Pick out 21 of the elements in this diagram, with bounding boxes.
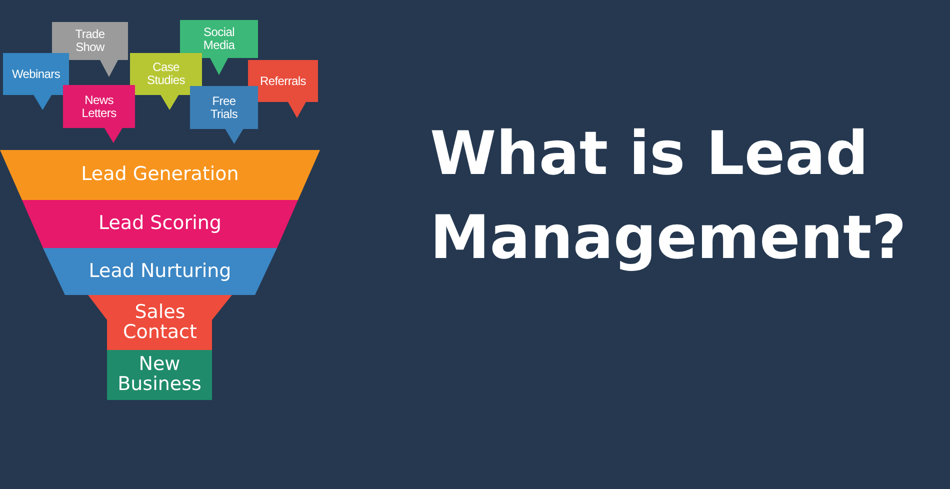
stage-label: Lead Generation xyxy=(80,162,240,188)
funnel-stage xyxy=(88,295,232,350)
bubble-text: Webinars xyxy=(10,66,62,83)
funnel-stage xyxy=(0,150,320,200)
stage-label: New Business xyxy=(117,352,202,397)
bubble-text: Social Media xyxy=(202,24,236,54)
funnel-stage xyxy=(107,350,212,400)
title: What is Lead Management? xyxy=(430,118,908,275)
funnel-stage xyxy=(43,248,277,295)
funnel-stage xyxy=(22,200,298,248)
speech-bubble xyxy=(190,86,258,144)
bubble-text: Referrals xyxy=(259,72,307,90)
speech-bubble xyxy=(3,53,69,110)
bubble-text: News Letters xyxy=(80,92,118,122)
bubble-text: Case Studies xyxy=(146,59,186,89)
bubble-text: Free Trials xyxy=(209,92,239,122)
stage-label: Lead Scoring xyxy=(97,211,222,236)
bubble-text: Trade Show xyxy=(74,26,106,56)
stage-label: Sales Contact xyxy=(122,300,198,344)
speech-bubble xyxy=(63,85,135,143)
stage-label: Lead Nurturing xyxy=(88,258,232,284)
